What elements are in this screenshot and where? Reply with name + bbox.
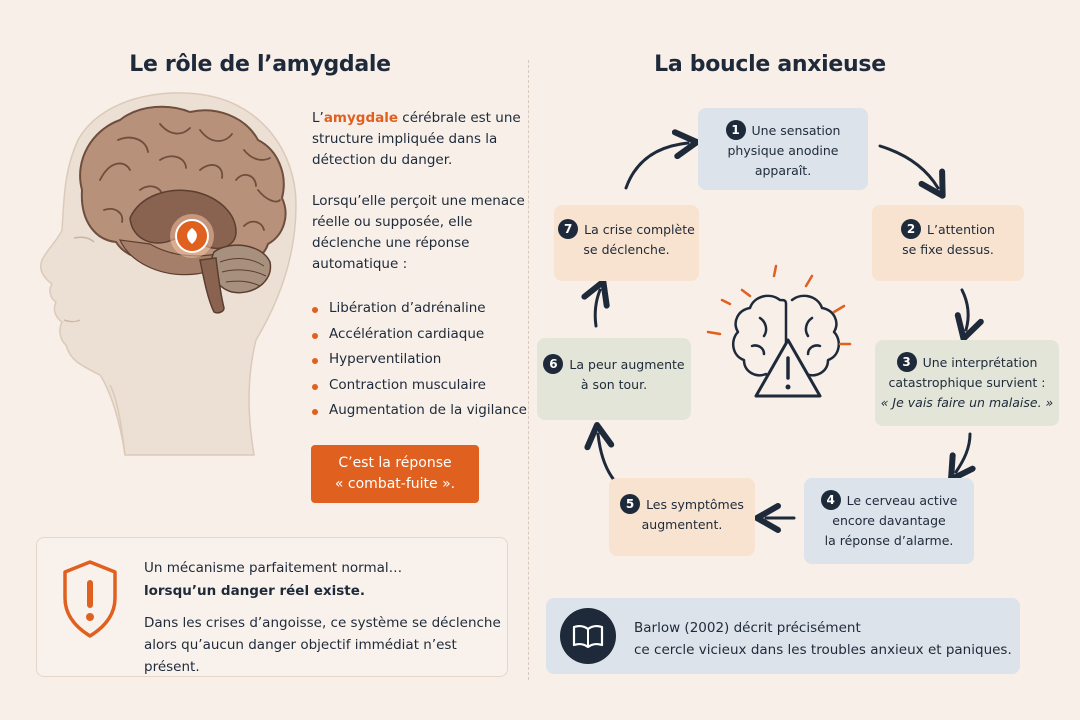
step-7-line-2: se déclenche. [583, 242, 670, 257]
cta-line-2: « combat-fuite ». [334, 476, 456, 492]
arrow-6-to-7 [581, 278, 610, 328]
step-text: La crise complète [584, 222, 695, 237]
step-1-line-3: apparaît. [754, 163, 812, 178]
list-item: Libération d’adrénaline [312, 300, 527, 326]
alert-rays [706, 264, 852, 346]
notice-line-1: Un mécanisme parfaitement normal… [144, 560, 403, 576]
loop-step-1: 1 Une sensation physique anodine apparaît… [698, 108, 868, 190]
arrow-1-to-2 [878, 144, 946, 199]
intro-paragraph-1: L’amygdale cérébrale est une structure i… [312, 108, 532, 171]
step-number: 5 [620, 494, 641, 514]
step-1-line-2: physique anodine [727, 143, 839, 158]
step-number: 3 [896, 352, 917, 372]
arrow-3-to-4 [948, 432, 976, 483]
step-2-line-1: 2 L’attention [872, 219, 1024, 240]
step-4-line-1: 4 Le cerveau active [804, 490, 974, 511]
cta-line-1: C’est la réponse [338, 455, 452, 471]
normal-mechanism-notice: Un mécanisme parfaitement normal… lorsqu… [36, 537, 508, 677]
list-item: Accélération cardiaque [312, 326, 527, 352]
step-5-line-2: augmentent. [641, 517, 723, 532]
step-2-line-2: se fixe dessus. [902, 242, 994, 257]
list-item: Hyperventilation [312, 351, 527, 377]
amygdala-intro: L’amygdale cérébrale est une structure i… [312, 108, 532, 295]
step-number: 4 [820, 490, 841, 510]
step-4-line-3: la réponse d’alarme. [824, 533, 954, 548]
step-3-line-2: catastrophique survient : [888, 375, 1046, 390]
loop-step-2: 2 L’attention se fixe dessus. [872, 205, 1024, 281]
step-number: 7 [558, 219, 579, 239]
loop-step-6: 6 La peur augmente à son tour. [537, 338, 691, 420]
step-4-line-2: encore davantage [832, 513, 946, 528]
book-icon-badge [560, 608, 616, 664]
arrow-7-to-1 [624, 129, 700, 190]
list-item: Augmentation de la vigilance [312, 402, 527, 428]
step-text: La peur augmente [569, 357, 685, 372]
step-text: L’attention [927, 222, 995, 237]
reference-box: Barlow (2002) décrit précisément ce cerc… [546, 598, 1020, 674]
book-icon [572, 624, 604, 649]
loop-step-5: 5 Les symptômes augmentent. [609, 478, 755, 556]
list-item: Contraction musculaire [312, 377, 527, 403]
reference-line-2: ce cercle vicieux dans les troubles anxi… [634, 642, 1012, 658]
head-profile-illustration [40, 92, 297, 456]
arrow-2-to-3 [954, 288, 984, 342]
step-7-line-1: 7 La crise complète [554, 219, 699, 240]
left-title: Le rôle de l’amygdale [129, 52, 391, 77]
reference-text: Barlow (2002) décrit précisément ce cerc… [634, 617, 1012, 661]
step-3-line-1: 3 Une interprétation [875, 352, 1059, 373]
step-6-line-2: à son tour. [580, 377, 648, 392]
loop-step-4: 4 Le cerveau active encore davantage la r… [804, 478, 974, 564]
step-1-line-1: 1 Une sensation [698, 120, 868, 141]
column-divider [528, 60, 529, 680]
right-title: La boucle anxieuse [654, 52, 886, 77]
loop-step-3: 3 Une interprétation catastrophique survi… [875, 340, 1059, 426]
intro-rest: cérébrale est une structure impliquée da… [312, 110, 521, 168]
reference-line-1: Barlow (2002) décrit précisément [634, 620, 861, 636]
step-text: Une interprétation [922, 355, 1038, 370]
step-6-line-1: 6 La peur augmente [537, 354, 691, 375]
notice-line-3: Dans les crises d’angoisse, ce système s… [144, 615, 501, 675]
response-list: Libération d’adrénaline Accélération car… [312, 300, 527, 428]
step-number: 6 [543, 354, 564, 374]
step-text: Une sensation [751, 123, 841, 138]
step-number: 1 [725, 120, 746, 140]
step-text: Les symptômes [646, 497, 744, 512]
intro-prefix: L’ [312, 110, 324, 126]
fight-flight-banner: C’est la réponse « combat-fuite ». [311, 445, 479, 503]
amygdala-highlight: amygdale [323, 110, 399, 126]
step-3-line-3: « Je vais faire un malaise. » [880, 395, 1054, 410]
shield-warning-icon [63, 560, 117, 638]
loop-step-7: 7 La crise complète se déclenche. [554, 205, 699, 281]
warning-triangle-icon [754, 338, 822, 398]
step-number: 2 [901, 219, 922, 239]
step-text: Le cerveau active [846, 493, 958, 508]
step-5-line-1: 5 Les symptômes [609, 494, 755, 515]
intro-paragraph-2: Lorsqu’elle perçoit une menace réelle ou… [312, 193, 525, 272]
notice-line-2: lorsqu’un danger réel existe. [144, 583, 366, 599]
